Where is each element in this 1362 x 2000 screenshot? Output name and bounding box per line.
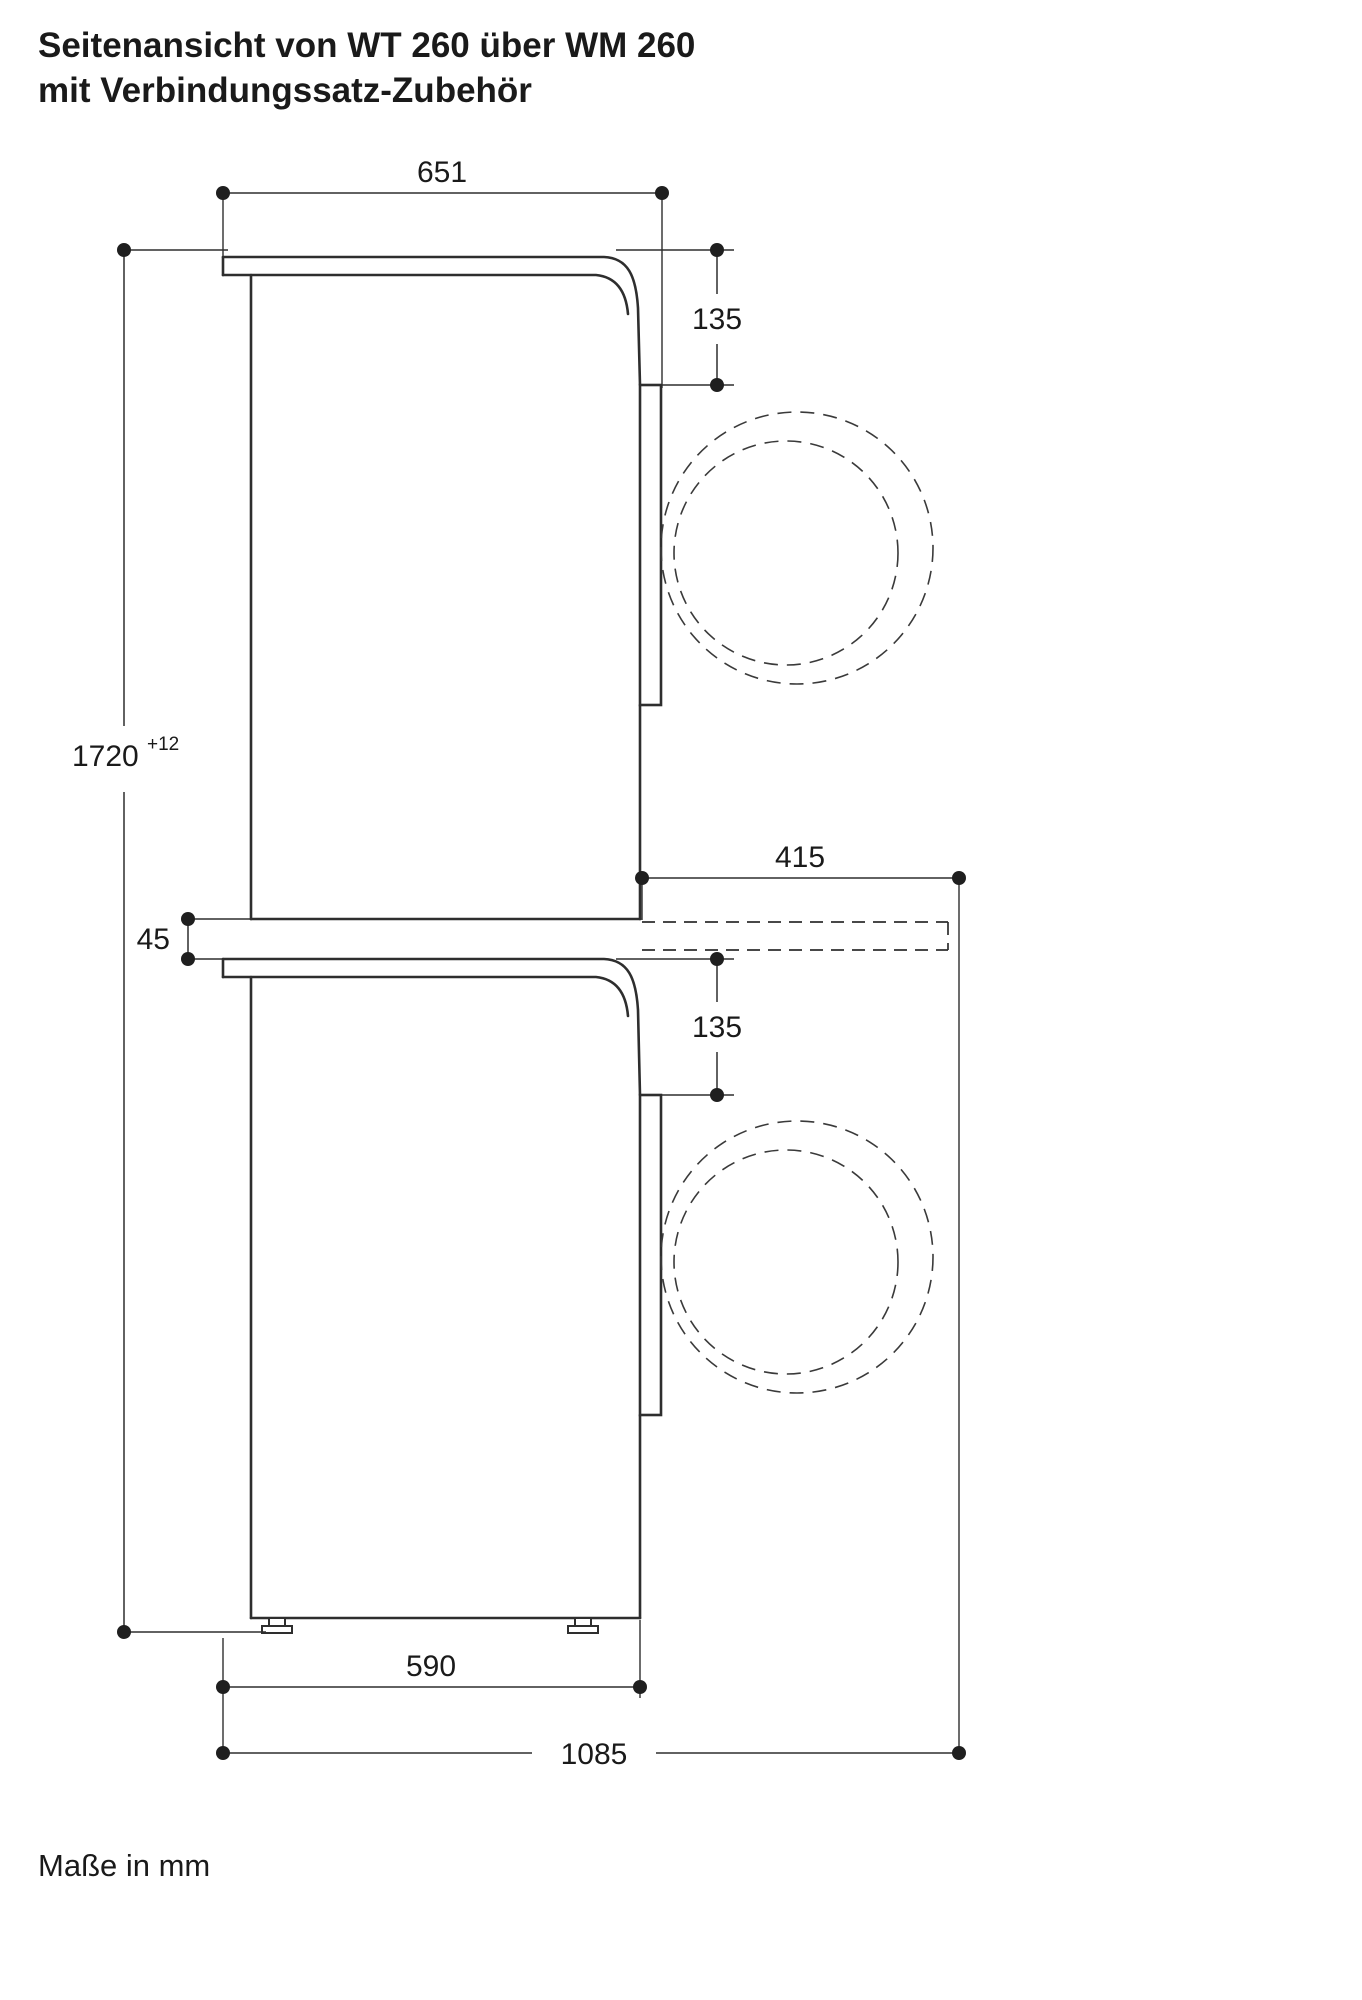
dim-1720: 1720 +12 (72, 243, 266, 1639)
units-note: Maße in mm (38, 1848, 211, 1883)
dim-135l-dot-bottom (710, 1088, 724, 1102)
lower-unit-outline (221, 957, 663, 1634)
dim-651: 651 (216, 156, 669, 388)
left-foot-base (261, 1625, 293, 1634)
dim-415-label: 415 (775, 841, 825, 874)
dim-1085-label: 1085 (561, 1738, 628, 1771)
upper-door-swing-inner (673, 440, 899, 666)
dim-45-dot-bottom (181, 952, 195, 966)
dim-1720-label: 1720 (72, 740, 139, 773)
upper-door-swing-circles (660, 411, 934, 685)
dim-651-dot-right (655, 186, 669, 200)
dim-590-dot-right (633, 1680, 647, 1694)
dim-1085: 1085 (216, 1738, 966, 1771)
dim-135-lower-label: 135 (692, 1011, 742, 1044)
dim-590-label: 590 (406, 1650, 456, 1683)
dim-135-lower: 135 (616, 952, 742, 1102)
lower-worktop-top (221, 957, 642, 1097)
upper-door-swing-outer (660, 411, 934, 685)
dim-135u-dot-bottom (710, 378, 724, 392)
dim-415-dot-right (952, 871, 966, 885)
dim-1085-dot-left (216, 1746, 230, 1760)
dim-135l-dot-top (710, 952, 724, 966)
title-line-2: mit Verbindungssatz-Zubehör (38, 70, 532, 110)
upper-worktop-bottom (221, 273, 630, 316)
right-foot-base (567, 1625, 599, 1634)
left-foot-stem (268, 1617, 286, 1627)
lower-door-swing-circles (660, 1120, 934, 1394)
dim-590: 590 (216, 1620, 647, 1758)
diagram-title: Seitenansicht von WT 260 über WM 260 mit… (38, 24, 695, 114)
dim-651-dot-left (216, 186, 230, 200)
dim-415: 415 (635, 841, 966, 1753)
dim-1720-dot-bottom (117, 1625, 131, 1639)
dim-590-dot-left (216, 1680, 230, 1694)
lower-door-swing-inner (673, 1149, 899, 1375)
lower-door-panel (638, 1093, 663, 1417)
dim-45-dot-top (181, 912, 195, 926)
dim-1720-dot-top (117, 243, 131, 257)
upper-door-panel (638, 383, 663, 707)
title-line-1: Seitenansicht von WT 260 über WM 260 (38, 26, 696, 65)
upper-unit-outline (221, 255, 663, 921)
right-foot-stem (574, 1617, 592, 1627)
upper-worktop-top (221, 255, 642, 387)
dim-135-upper-label: 135 (692, 303, 742, 336)
dim-45-label: 45 (137, 923, 170, 956)
dim-1085-dot-right (952, 1746, 966, 1760)
lower-worktop-bottom (221, 975, 630, 1018)
dim-135u-dot-top (710, 243, 724, 257)
dim-135-upper: 135 (616, 243, 742, 392)
dim-45: 45 (137, 912, 253, 966)
dim-1720-tolerance-label: +12 (147, 734, 179, 755)
pullout-shelf-dashed (642, 921, 949, 951)
dim-651-label: 651 (417, 156, 467, 189)
lower-door-swing-outer (660, 1120, 934, 1394)
dim-415-dot-left (635, 871, 649, 885)
